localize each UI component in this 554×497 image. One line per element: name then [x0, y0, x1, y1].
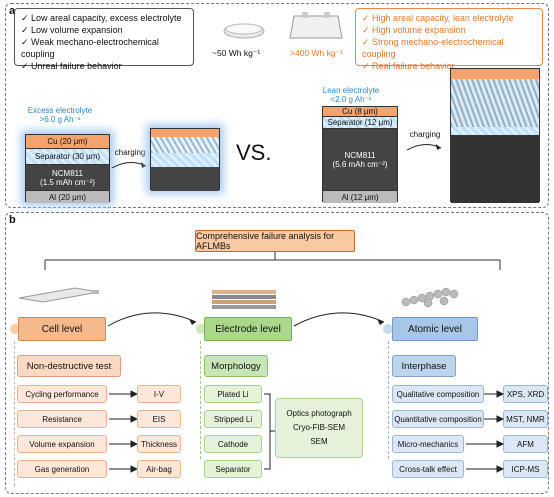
atomic-test-4: Cross-talk effect [392, 460, 464, 478]
electrode-stack-icon [212, 290, 276, 309]
atomic-result-2: MST, NMR [503, 410, 548, 428]
left-separator-layer: Separator (30 μm) [26, 149, 109, 165]
left-bullet-3: Weak mechano-electrochemical coupling [21, 36, 187, 60]
atomic-test-3: Micro-mechanics [392, 435, 464, 453]
right-ncm-layer: NCM811 (5.6 mAh cm⁻²) [323, 129, 397, 191]
coin-cell-icon [223, 23, 265, 39]
hierarchy-bracket [44, 252, 501, 270]
electrode-method-1: Optics photograph [286, 409, 352, 418]
left-electrolyte-line2: >6.0 g Ah⁻¹ [39, 115, 81, 124]
electrode-method-2: Cryo-FIB-SEM [293, 423, 345, 432]
electrode-bracket [264, 393, 275, 470]
atomic-level-dot [383, 324, 393, 334]
left-charging-arrow [111, 162, 147, 169]
left-al-layer: Al (20 μm) [26, 191, 109, 203]
right-ncm-line1: NCM811 [344, 150, 376, 160]
electrode-item-1: Plated Li [204, 385, 262, 403]
right-bullets: High areal capacity, lean electrolyte Hi… [355, 8, 543, 71]
right-bullet-3: Strong mechano-electrochemical coupling [362, 36, 536, 60]
cell-result-4: Air-bag [137, 460, 181, 478]
interphase-box: Interphase [392, 355, 456, 377]
left-cu-layer: Cu (20 μm) [26, 135, 109, 149]
right-ncm-line2: (5.6 mAh cm⁻²) [332, 159, 388, 169]
right-bullet-1: High areal capacity, lean electrolyte [362, 12, 536, 24]
cell-test-4: Gas generation [17, 460, 107, 478]
left-electrolyte-line1: Excess electrolyte [27, 106, 93, 115]
cell-test-3: Volume expansion [17, 435, 107, 453]
cell-level-dot [10, 324, 20, 334]
cell-level-title: Cell level [18, 317, 106, 341]
vs-label: VS. [236, 140, 272, 165]
right-energy-density: >400 Wh kg⁻¹ [290, 48, 343, 58]
morphology-box: Morphology [204, 355, 268, 377]
right-bullet-2: High volume expansion [362, 24, 536, 36]
left-bullets: Low areal capacity, excess electrolyte L… [14, 8, 194, 71]
cell-result-2: EIS [137, 410, 181, 428]
atomic-level-guide [388, 341, 389, 459]
left-electrolyte-label: Excess electrolyte >6.0 g Ah⁻¹ [10, 106, 110, 124]
electrode-item-4: Separator [204, 460, 262, 478]
right-charging-label: charging [409, 130, 441, 139]
panel-b [5, 212, 549, 494]
left-energy-density: ~50 Wh kg⁻¹ [212, 48, 261, 58]
right-electrolyte-line1: Lean electrolyte [322, 86, 380, 95]
electrode-method-3: SEM [310, 437, 328, 446]
atomic-lattice-icon [401, 287, 459, 308]
left-charged-cell [150, 128, 220, 191]
left-bullet-4: Unreal failure behavior [21, 60, 187, 72]
right-charging-arrow [406, 144, 442, 151]
left-bullet-2: Low volume expansion [21, 24, 187, 36]
left-bullet-1: Low areal capacity, excess electrolyte [21, 12, 187, 24]
cell-test-arrows [109, 390, 137, 473]
electrode-item-2: Stripped Li [204, 410, 262, 428]
non-destructive-test-box: Non-destructive test [17, 355, 121, 377]
right-cu-layer: Cu (8 μm) [323, 107, 397, 117]
right-separator-layer: Separator (12 μm) [323, 117, 397, 129]
right-al-layer: Al (12 μm) [323, 191, 397, 203]
atomic-test-arrows [466, 390, 504, 473]
left-ncm-layer: NCM811 (1.5 mAh cm⁻²) [26, 165, 109, 191]
electrode-item-3: Cathode [204, 435, 262, 453]
atomic-result-1: XPS, XRD [503, 385, 548, 403]
left-charging-label: charging [114, 148, 146, 157]
right-electrolyte-label: Lean electrolyte <2.0 g Ah⁻¹ [315, 86, 387, 104]
electrode-level-dot [196, 324, 206, 334]
panel-a [5, 3, 549, 208]
right-electrolyte-line2: <2.0 g Ah⁻¹ [330, 95, 372, 104]
right-bullet-4: Real failure behavior [362, 60, 536, 72]
panel-a-label: a [9, 5, 16, 17]
panel-b-label: b [9, 214, 16, 226]
cell-result-3: Thickness [137, 435, 181, 453]
electrode-level-guide [200, 341, 201, 459]
panel-b-header: Comprehensive failure analysis for AFLMB… [195, 230, 355, 252]
left-cell-stack: Cu (20 μm) Separator (30 μm) NCM811 (1.5… [25, 134, 110, 203]
pouch-cell-icon [289, 12, 343, 39]
left-ncm-line1: NCM811 [52, 168, 83, 178]
atomic-result-4: ICP-MS [503, 460, 548, 478]
electrode-level-title: Electrode level [204, 317, 292, 341]
atomic-test-2: Quantitative composition [392, 410, 484, 428]
left-ncm-line2: (1.5 mAh cm⁻²) [40, 177, 95, 187]
level-flow-arrows [107, 312, 385, 327]
right-cell-stack: Cu (8 μm) Separator (12 μm) NCM811 (5.6 … [322, 106, 398, 203]
cell-test-2: Resistance [17, 410, 107, 428]
cell-test-1: Cycling performance [17, 385, 107, 403]
cell-level-guide [14, 341, 15, 486]
right-charged-cell [450, 68, 540, 203]
pouch-cell-level-icon [18, 287, 100, 303]
cell-result-1: I-V [137, 385, 181, 403]
atomic-result-3: AFM [503, 435, 548, 453]
electrode-methods-box: Optics photograph Cryo-FIB-SEM SEM [275, 398, 363, 458]
atomic-level-title: Atomic level [392, 317, 478, 341]
atomic-test-1: Qualitative composition [392, 385, 484, 403]
